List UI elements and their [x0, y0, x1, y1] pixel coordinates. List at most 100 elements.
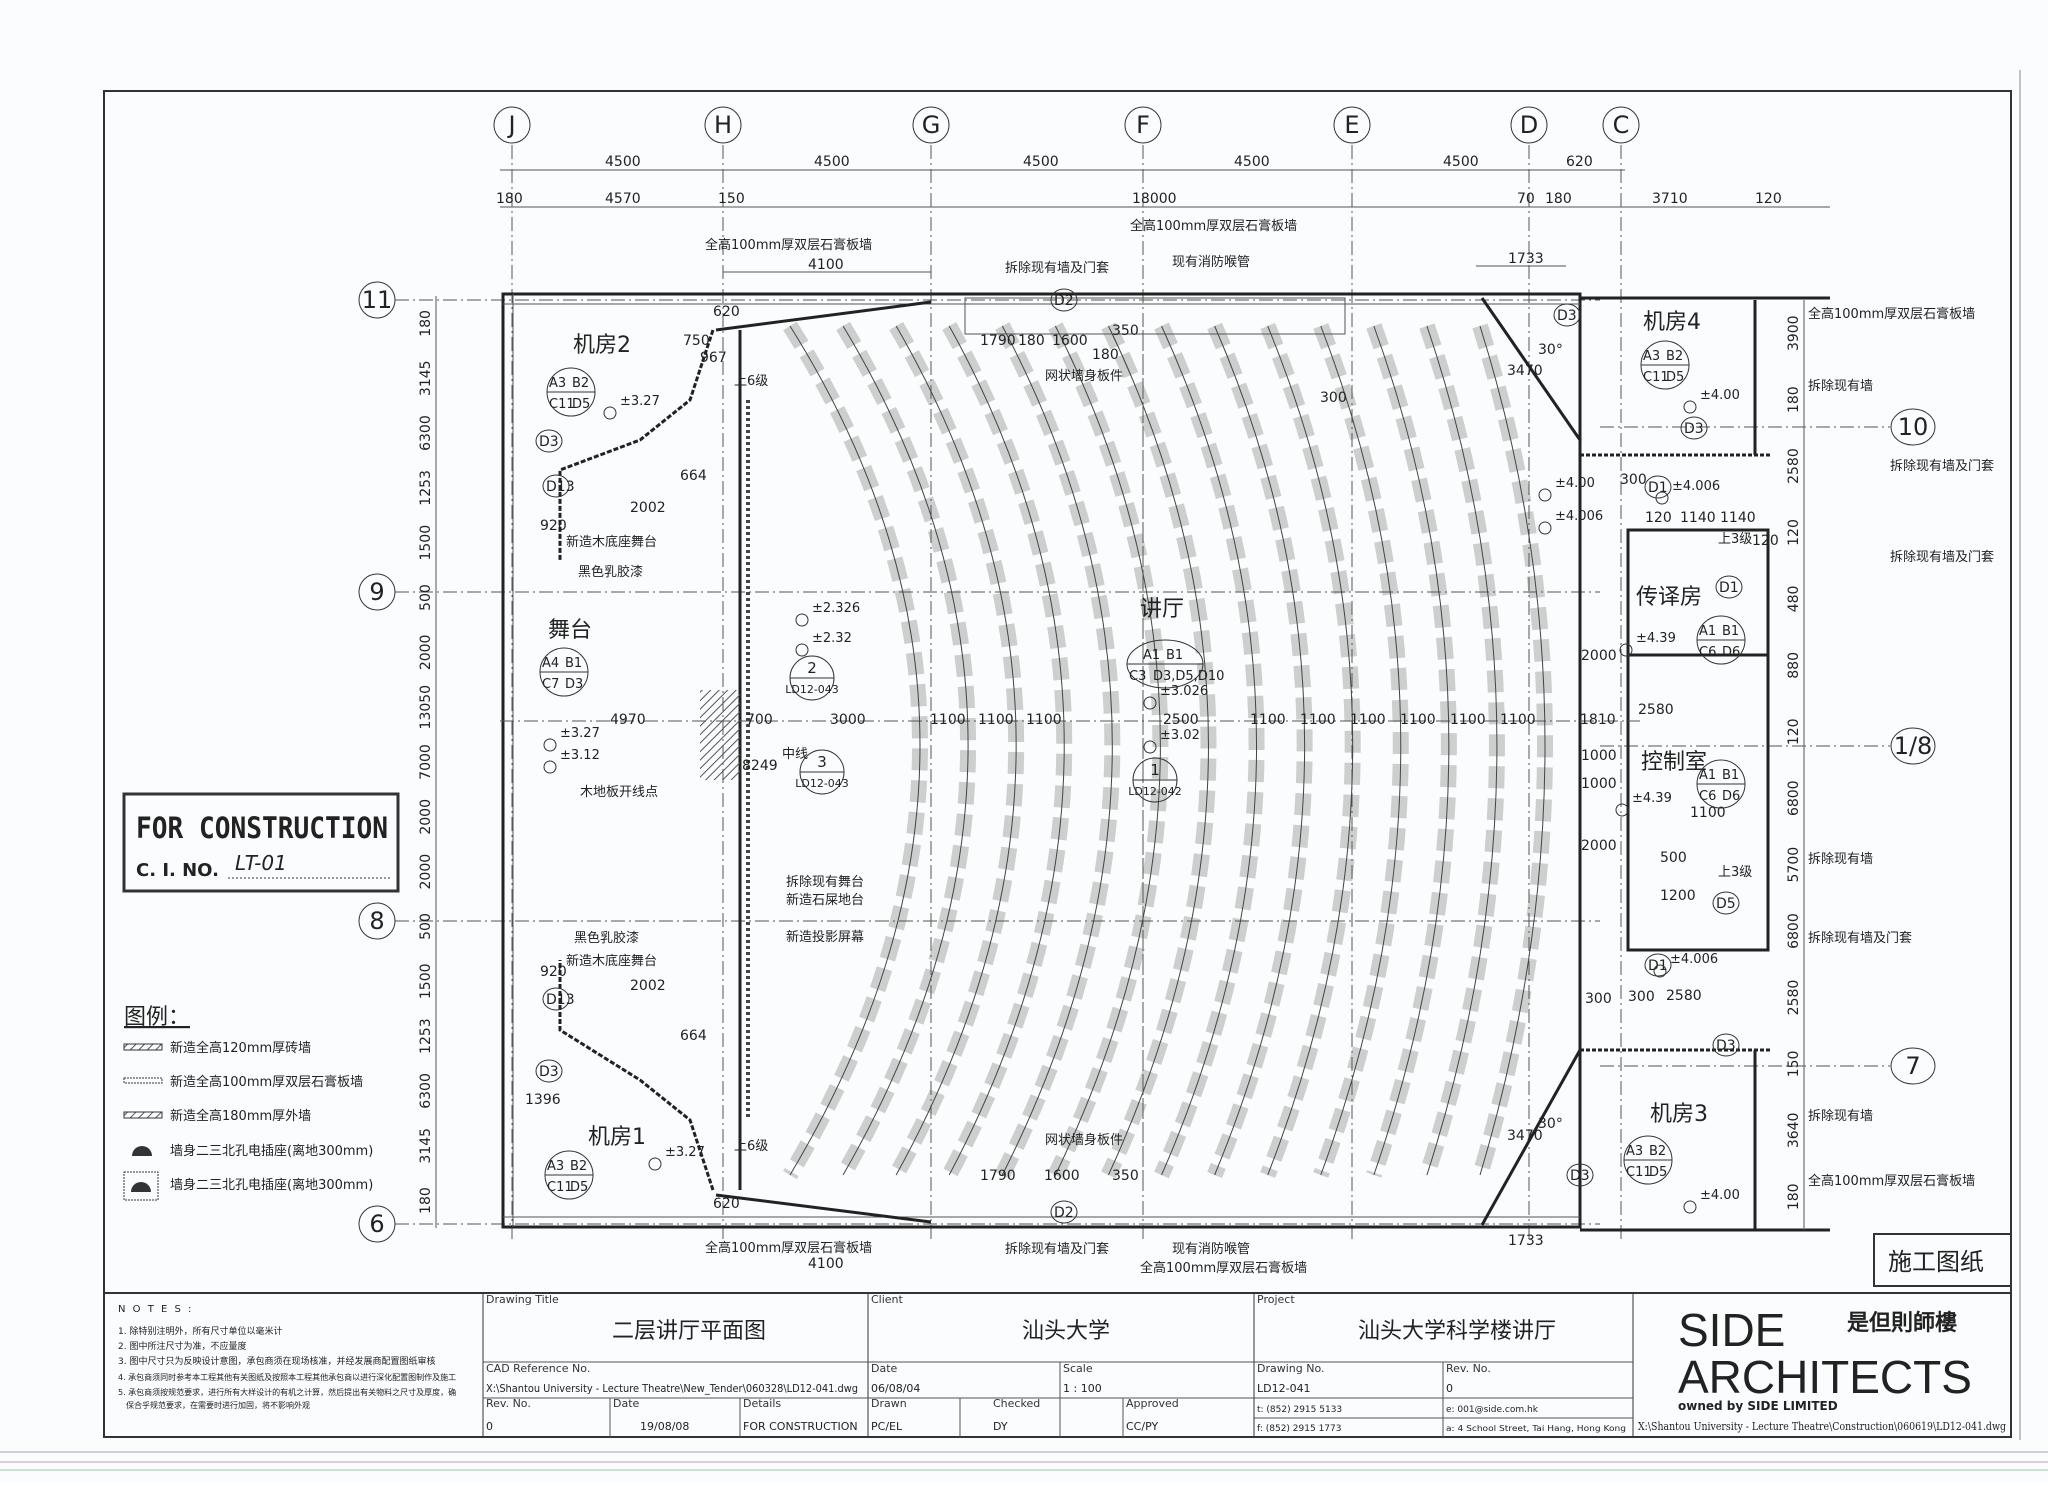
finish-tag-d: D6 [1722, 789, 1740, 804]
finish-tag-d: D5 [1649, 1165, 1667, 1180]
finish-tag-c: C3 [1129, 669, 1146, 684]
room-name: 机房2 [573, 333, 631, 358]
dim: 1100 [1690, 805, 1726, 821]
level-value: ±2.326 [812, 601, 860, 616]
dims-top-2: 180 4570 150 18000 70 180 3710 120 4100 … [496, 191, 1782, 1272]
annotation-new-stage: 新造木底座舞台 [566, 534, 657, 550]
legend-item: 新造全高100mm厚双层石膏板墙 [170, 1074, 363, 1090]
annotation-new-screen: 新造投影屏幕 [786, 929, 864, 945]
grid-bubble [358, 281, 396, 319]
dim: 1100 [1300, 712, 1336, 728]
dim: 1500 [418, 963, 434, 999]
level-marker-icon [1619, 643, 1633, 657]
dim: 1000 [1581, 748, 1617, 764]
level-marker-icon [1143, 740, 1157, 754]
title-block: N O T E S : 1. 除特别注明外，所有尺寸单位以毫米计 2. 图中所注… [103, 1292, 2012, 1438]
file-path: X:\Shantou University - Lecture Theatre\… [1638, 1420, 2006, 1433]
grid-label: C [1613, 111, 1630, 139]
dim: 1100 [1500, 712, 1536, 728]
seat-row-line [1320, 325, 1402, 1176]
level-marker-icon [543, 738, 557, 752]
finish-tag-d: D5 [1666, 370, 1684, 385]
annotation-new-slab: 新造石屎地台 [786, 892, 864, 908]
dims-top-1: 4500 4500 4500 4500 4500 620 [605, 154, 1593, 170]
grid-label: 11 [362, 286, 393, 314]
note-item: 保合乎规范要求，在需要时进行加固，将不影响外观 [126, 1400, 310, 1410]
dim: 620 [713, 1196, 740, 1212]
door-tag: D3 [539, 1064, 559, 1080]
details-label: Details [743, 1397, 781, 1410]
level-value: ±4.006 [1670, 952, 1718, 967]
level-value: ±4.00 [1700, 1188, 1740, 1203]
door-tag-outline [1050, 1200, 1078, 1224]
dim: 1810 [1580, 712, 1616, 728]
finish-tag-a: A3 [1626, 1144, 1643, 1159]
finish-tag-d: D5 [570, 1180, 588, 1195]
door-tag-outline [1553, 303, 1581, 327]
legend-swatch-gypsum [123, 1077, 163, 1084]
dim: 500 [1660, 850, 1687, 866]
dim: 1100 [1026, 712, 1062, 728]
annotation-mesh-panel: 网状墙身板件 [1045, 368, 1123, 384]
dims-left: 1803145630012531500500200013050700020002… [418, 296, 437, 1228]
dim: 300 [1320, 390, 1347, 406]
door-tag-outline [1712, 1033, 1740, 1057]
scale-label: Scale [1063, 1362, 1093, 1375]
for-construction-stamp: FOR CONSTRUCTION C. I. NO. LT-01 [122, 792, 400, 893]
annotation-remove-stage: 拆除现有舞台 [786, 875, 864, 890]
rev-no: 0 [1446, 1382, 1453, 1395]
grid-bubble [704, 106, 742, 144]
checked: DY [993, 1420, 1008, 1433]
legend-title: 图例： [124, 1005, 190, 1030]
level-value: ±3.27 [560, 726, 600, 741]
stamp-title: FOR CONSTRUCTION [136, 811, 388, 845]
door-tag-outline [1644, 953, 1672, 977]
door-tag-outline [1712, 891, 1740, 915]
rev-date-label: Date [613, 1397, 640, 1410]
dim: 3470 [1507, 1128, 1543, 1144]
legend-item: 墙身二三北孔电插座(离地300mm) [170, 1143, 373, 1159]
approved: CC/PY [1126, 1420, 1158, 1433]
finish-tag-b: B1 [1722, 624, 1739, 639]
scale: 1 : 100 [1063, 1382, 1102, 1395]
dim: 2580 [1638, 702, 1674, 718]
seat-row-line [948, 325, 1065, 1176]
level-marker-icon [603, 406, 617, 420]
cad-ref: X:\Shantou University - Lecture Theatre\… [486, 1383, 858, 1395]
dim: 13050 [418, 685, 434, 730]
dim: 350 [1112, 323, 1139, 339]
finish-tag-a: A3 [549, 376, 566, 391]
finish-tag-b: B2 [1649, 1144, 1666, 1159]
dim: 4500 [1443, 154, 1479, 170]
grid-bubble [1602, 106, 1640, 144]
finish-tag-a: A3 [547, 1159, 564, 1174]
grid-label: J [506, 111, 515, 139]
checked-label: Checked [993, 1397, 1040, 1410]
finish-tag-a: A1 [1699, 624, 1716, 639]
annotation-partition-wall: 全高100mm厚双层石膏板墙 [705, 1240, 872, 1256]
dim: 1253 [418, 470, 434, 506]
level-value: ±3.27 [620, 394, 660, 409]
level-marker-icon [1683, 1200, 1697, 1214]
dim: 350 [1112, 1168, 1139, 1184]
level-marker-icon [1653, 964, 1667, 978]
dim: 920 [540, 964, 567, 980]
annotation-remove-wall-door: 拆除现有墙及门套 [1005, 260, 1109, 276]
door-tag: D3 [539, 434, 559, 450]
dim: 2000 [1581, 838, 1617, 854]
dims-center-row: 4970 700 3000 1100 1100 1100 2500 1100 1… [610, 712, 1616, 728]
dim: 180 [1018, 333, 1045, 349]
door-tag-outline [1644, 475, 1672, 499]
dim: 1733 [1508, 251, 1544, 267]
dim: 1100 [930, 712, 966, 728]
annotations: 全高100mm厚双层石膏板墙 全高100mm厚双层石膏板墙 全高100mm厚双层… [566, 218, 1994, 1276]
fax: f: (852) 2915 1773 [1257, 1424, 1341, 1434]
door-tag-outline [1566, 1163, 1594, 1187]
annotation-new-stage: 新造木底座舞台 [566, 953, 657, 969]
level-marker-icon [795, 643, 809, 657]
dim: 1140 [1720, 510, 1756, 526]
grid-label: 1/8 [1894, 732, 1933, 760]
